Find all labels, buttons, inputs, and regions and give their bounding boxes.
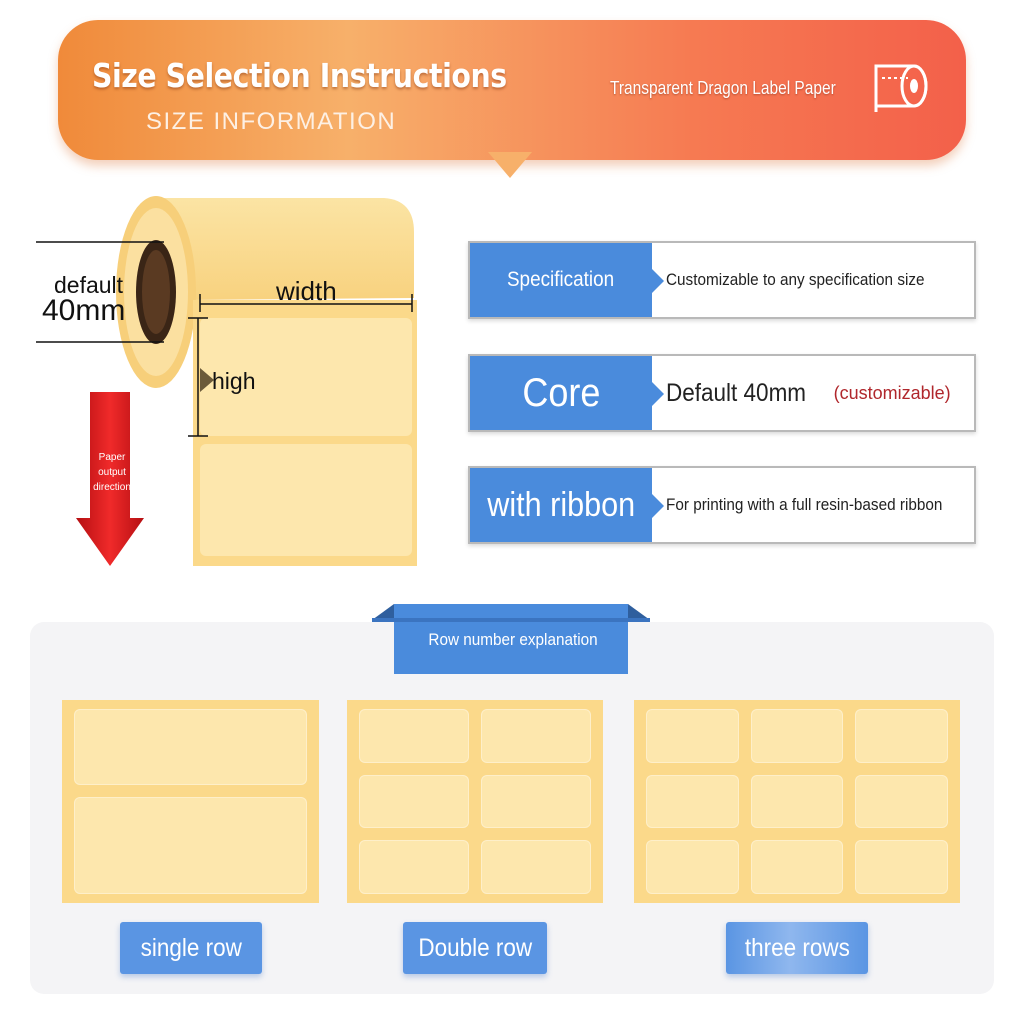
double-row-button: Double row — [403, 922, 547, 974]
paper-direction-label: Paper output direction — [93, 452, 131, 493]
label-cell — [481, 774, 591, 829]
double-row-text: Double row — [418, 933, 532, 962]
label-cell — [481, 709, 591, 763]
header-banner — [58, 20, 966, 160]
spec-label-text: with ribbon — [487, 485, 635, 524]
label-cell — [74, 797, 307, 894]
spec-value-text: Customizable to any specification size — [666, 270, 925, 289]
height-label: high — [212, 368, 256, 394]
label-cell — [359, 774, 469, 829]
spec-value: For printing with a full resin-based rib… — [666, 468, 973, 542]
label-cell — [481, 840, 591, 894]
row-explanation-title: Row number explanation — [394, 630, 632, 650]
core-label-default: default — [54, 272, 124, 298]
single-row-sample — [62, 700, 319, 903]
label-cell — [646, 709, 739, 763]
single-row-button: single row — [120, 922, 262, 974]
spec-label: with ribbon — [470, 468, 664, 542]
three-row-sample — [634, 700, 960, 903]
spec-label-text: Core — [521, 370, 601, 415]
spec-row-ribbon: with ribbon For printing with a full res… — [468, 466, 976, 544]
label-cell — [750, 774, 844, 829]
double-row-sample — [347, 700, 603, 903]
spec-label-text: Specification — [507, 268, 615, 291]
three-rows-button: three rows — [726, 922, 868, 974]
page-subtitle: SIZE INFORMATION — [146, 108, 397, 135]
spec-label: Specification — [470, 243, 664, 317]
label-cell — [646, 774, 739, 829]
label-cell — [359, 709, 469, 763]
core-label-size: 40mm — [42, 294, 126, 327]
row-explanation-title-text: Row number explanation — [428, 630, 598, 649]
customizable-note: (customizable) — [833, 382, 951, 403]
banner-pointer — [488, 152, 532, 178]
page-title: Size Selection Instructions — [92, 56, 507, 95]
label-roll-diagram — [36, 196, 417, 566]
spec-row-core: Core Default 40mm (customizable) — [468, 354, 976, 432]
label-roll-icon — [874, 64, 928, 112]
spec-value: Customizable to any specification size — [666, 243, 953, 317]
label-cell — [750, 709, 844, 763]
label-cell — [646, 840, 739, 894]
label-cell — [74, 709, 307, 785]
product-name: Transparent Dragon Label Paper — [610, 78, 836, 98]
spec-value-text: For printing with a full resin-based rib… — [666, 495, 943, 514]
spec-value: Default 40mm (customizable) — [666, 356, 951, 430]
single-row-text: single row — [140, 933, 242, 962]
three-rows-text: three rows — [744, 933, 850, 962]
width-label: width — [276, 276, 337, 306]
label-cell — [855, 840, 948, 894]
label-cell — [855, 774, 948, 829]
row-explanation-ribbon — [372, 604, 650, 674]
spec-label: Core — [470, 356, 664, 430]
label-cell — [359, 840, 469, 894]
spec-value-text: Default 40mm — [666, 378, 807, 407]
label-cell — [855, 709, 948, 763]
label-cell — [750, 840, 844, 894]
spec-row-specification: Specification Customizable to any specif… — [468, 241, 976, 319]
